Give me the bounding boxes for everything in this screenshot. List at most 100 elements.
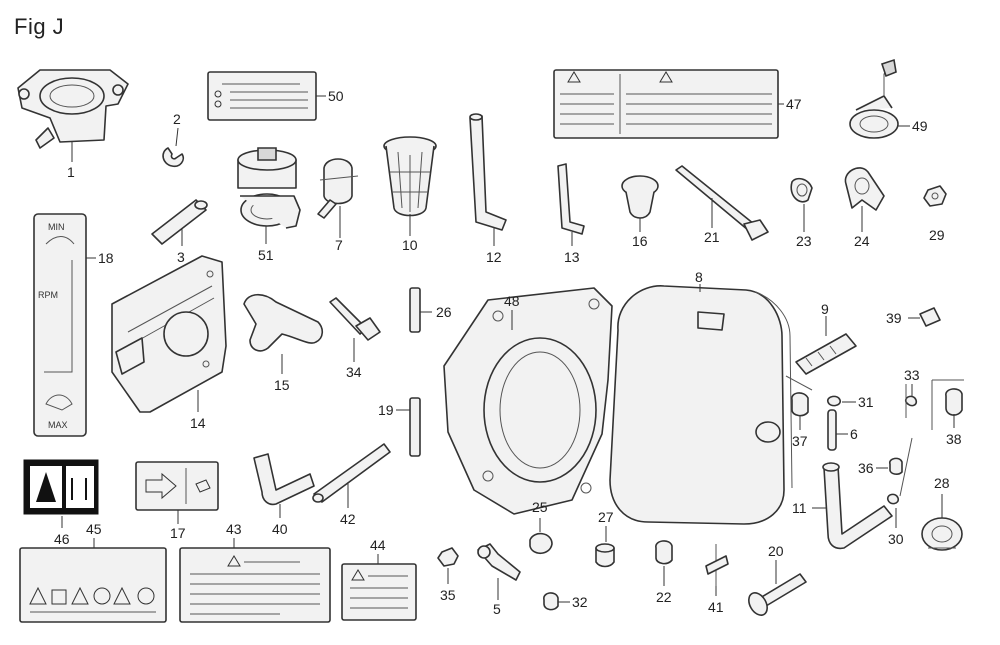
- part-20-bolt: [748, 560, 807, 616]
- callout-41: 41: [708, 599, 724, 615]
- part-34-bolt: [329, 297, 381, 362]
- callout-45: 45: [86, 521, 102, 537]
- callout-7: 7: [335, 237, 343, 253]
- callout-6: 6: [850, 426, 858, 442]
- callout-19: 19: [378, 402, 394, 418]
- part-22-clip: [655, 540, 673, 586]
- part-5-check-valve: [477, 543, 521, 600]
- part-23-clamp: [790, 177, 813, 232]
- callout-22: 22: [656, 589, 672, 605]
- callout-3: 3: [177, 249, 185, 265]
- callout-49: 49: [912, 118, 928, 134]
- part-19-stud: [396, 397, 421, 457]
- part-47-warning-label: [553, 69, 784, 139]
- part-51-fuel-cap: [237, 147, 301, 244]
- part-3-hose: [151, 199, 208, 246]
- callout-20: 20: [768, 543, 784, 559]
- callout-10: 10: [402, 237, 418, 253]
- part-16-plug: [621, 175, 659, 232]
- callout-13: 13: [564, 249, 580, 265]
- callout-31: 31: [858, 394, 874, 410]
- part-26-stud: [409, 287, 432, 333]
- part-39-cap: [908, 307, 941, 327]
- callout-27: 27: [598, 509, 614, 525]
- part-31-washer: [827, 395, 856, 407]
- part-10-fuel-filter: [383, 136, 437, 236]
- callout-32: 32: [572, 594, 588, 610]
- part-40-elbow: [253, 453, 315, 518]
- part-38-clamp: [945, 388, 963, 428]
- part-15-starter-grip: [243, 293, 324, 374]
- part-18-throttle-decal: [33, 213, 96, 437]
- part-49-sensor: [849, 58, 910, 139]
- callout-40: 40: [272, 521, 288, 537]
- part-29-nut: [923, 185, 947, 207]
- callout-42: 42: [340, 511, 356, 527]
- part-35-nut: [437, 547, 459, 584]
- callout-18: 18: [98, 250, 114, 266]
- part-7-fuel-valve: [317, 158, 359, 238]
- callout-14: 14: [190, 415, 206, 431]
- callout-25: 25: [532, 499, 548, 515]
- callout-51: 51: [258, 247, 274, 263]
- callout-26: 26: [436, 304, 452, 320]
- callout-38: 38: [946, 431, 962, 447]
- part-9-insulator: [795, 316, 857, 375]
- part-50-label: [207, 71, 326, 121]
- part-37-grommet: [791, 392, 809, 430]
- callout-9: 9: [821, 301, 829, 317]
- part-48-flange-gasket: [443, 287, 613, 515]
- callout-34: 34: [346, 364, 362, 380]
- part-14-heat-shield-plate: [111, 255, 227, 413]
- figure-title: Fig J: [14, 14, 65, 39]
- callout-36: 36: [858, 460, 874, 476]
- callout-28: 28: [934, 475, 950, 491]
- part-11-fuel-pipe: [812, 437, 913, 550]
- callout-23: 23: [796, 233, 812, 249]
- part-30-clip: [886, 493, 900, 528]
- callout-37: 37: [792, 433, 808, 449]
- part-2-clip: [162, 127, 185, 168]
- part-46-safety-decal: [23, 459, 99, 528]
- callout-8: 8: [695, 269, 703, 285]
- callout-12: 12: [486, 249, 502, 265]
- callout-17: 17: [170, 525, 186, 541]
- part-21-long-bolt: [675, 165, 769, 241]
- part-13-small-elbow-hose: [557, 163, 585, 246]
- part-17-direction-label: [135, 461, 219, 524]
- part-25-seal: [529, 518, 553, 555]
- callout-46: 46: [54, 531, 70, 547]
- callout-15: 15: [274, 377, 290, 393]
- callout-5: 5: [493, 601, 501, 617]
- bracket-line-9: [785, 375, 813, 391]
- part-6-pin: [827, 409, 848, 451]
- callout-21: 21: [704, 229, 720, 245]
- callout-33: 33: [904, 367, 920, 383]
- callout-11: 11: [792, 500, 807, 516]
- part-12-elbow-hose: [469, 113, 507, 246]
- part-33-clip: [904, 384, 918, 407]
- callout-44: 44: [370, 537, 386, 553]
- callout-1: 1: [67, 164, 75, 180]
- part-44-label: [341, 554, 417, 621]
- callout-24: 24: [854, 233, 870, 249]
- part-45-warning-symbols-label: [19, 538, 167, 623]
- part-42-tube: [312, 443, 391, 508]
- callout-48: 48: [504, 293, 520, 309]
- decal-18-min: MIN: [48, 222, 65, 232]
- callout-43: 43: [226, 521, 242, 537]
- callout-47: 47: [786, 96, 802, 112]
- part-32-clamp: [543, 592, 570, 611]
- part-24-hose-clip: [844, 167, 885, 232]
- decal-18-max: MAX: [48, 420, 68, 430]
- part-36-clip: [876, 457, 903, 475]
- callout-2: 2: [173, 111, 181, 127]
- callout-50: 50: [328, 88, 344, 104]
- part-43-instruction-label: [179, 538, 331, 623]
- decal-18-rpm: RPM: [38, 290, 58, 300]
- part-8-muffler-cover: [609, 284, 793, 525]
- callout-30: 30: [888, 531, 904, 547]
- part-27-grommet: [595, 526, 615, 568]
